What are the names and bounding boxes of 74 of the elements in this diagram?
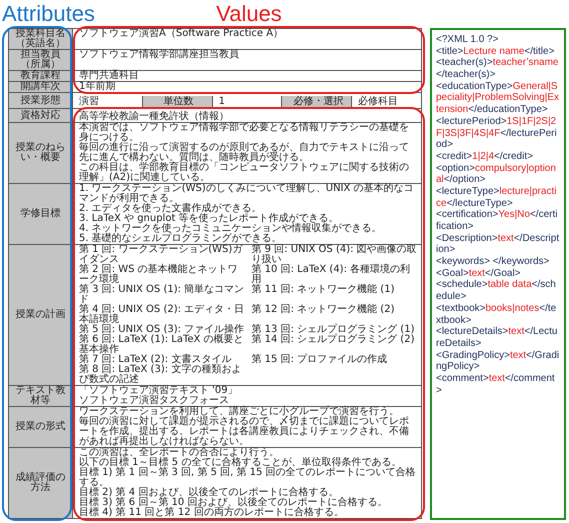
attribute-header-cell: 資格対応 — [9, 109, 73, 122]
attribute-header-cell: 授業の形式 — [9, 407, 73, 447]
xml-line: <?XML 1.0 ?> — [436, 34, 500, 46]
column-heading: Attributes — [2, 1, 95, 26]
attribute-header-cell: 授業のねらい・概要 — [9, 123, 73, 183]
xml-line: <textbook>books|notes</textbook> — [436, 302, 558, 326]
value-text: 毎回の進行に沿って演習するのが原則であるが、自力でテキストに沿って先に進んで構わない。質問は、随時教員が受ける。 — [79, 143, 410, 163]
attribute-header-cell: 学修目標 — [9, 184, 73, 244]
xml-line: <lectureDetails>text</LectureDetails> — [436, 326, 558, 350]
schedule-item: 第 15 回: プロファイルの作成 — [252, 355, 388, 365]
attribute-header-cell: 授業の計画 — [9, 245, 73, 385]
xml-line: <Goal>text</Goal> — [436, 268, 522, 280]
xml-line: <comment>text</comment> — [436, 372, 556, 396]
schedule-item: 第 12 回: ネットワーク機能 (2) — [252, 305, 396, 317]
column-heading: Values — [216, 1, 282, 26]
schedule-item: 第 13 回: シェルプログラミング (1) — [252, 325, 416, 335]
xml-line: <keywords> </keywords> — [436, 256, 550, 268]
schedule-item: 第 5 回: UNIX OS (3): ファイル操作 — [79, 325, 246, 335]
value-text: 1 — [212, 96, 282, 107]
xml-line: <GradingPolicy>text</GradingPolicy> — [436, 350, 560, 373]
attribute-header-cell: 教育課程 — [9, 71, 73, 81]
schedule-item: 第 3 回: UNIX OS (1): 簡単なコマンド — [79, 285, 246, 305]
value-text: 1. ワークステーション(WS)のしくみについて理解し、UNIX の基本的なコマンドが利用できる。 — [79, 184, 415, 204]
xml-line: <Description>text</Description> — [436, 232, 560, 256]
attribute-header-cell: 成績評価の方法 — [9, 448, 73, 518]
xml-line: <title>Lecture name</title> — [436, 46, 556, 58]
value-text: 目標 2) 第 4 回および、以後全てのレポートに合格する。 — [79, 488, 338, 498]
value-text: 専門共通科目 — [79, 71, 140, 81]
value-text: 以下の目標 1～目標 5 の全てに合格することが、単位取得条件である。 — [79, 458, 402, 468]
schedule-item: 第 8 回: LaTeX (3): 文字の種類および数式の記述 — [79, 365, 242, 385]
schedule-item: 第 2 回: WS の基本機能とネットワーク環境 — [79, 265, 239, 285]
attribute-header-cell: テキスト教材等 — [9, 386, 73, 406]
value-text: 目標 1) 第 1 回～第 3 回, 第 5 回, 第 15 回の全てのレポートについて合格する。 — [79, 468, 417, 488]
value-text: この演習は、全レポートの合否により行う。 — [79, 448, 280, 458]
value-text: この科目は、学部教育目標の「コンピュータソフトウェアに関する技術の理解」(A2)に関連している。 — [79, 163, 410, 183]
xml-line: <schedule>table data</schedule> — [436, 279, 557, 303]
xml-line: <lecturePeriod>1S|1F|2S|2F|3S|3F|4S|4F</lecturePeriod> — [436, 116, 558, 151]
xml-line: <teacher(s)>teacher’sname</teacher(s)> — [436, 57, 560, 81]
value-text: 4. ネットワークを使ったコミュニケーションや情報収集ができる。 — [79, 224, 383, 234]
value-text: 毎回の演習に対して課題が提示されるので、〆切までに課題についてレポートを作成、提出する。レポートは各講座教員によりチェックされ、不備があれば再提出しなければならない。 — [79, 417, 410, 447]
value-text: 1年前期 — [79, 82, 116, 92]
value-text: 5. 基礎的なシェルプログラミングができる。 — [79, 234, 283, 244]
attribute-header-cell: 担当教員（所属） — [9, 50, 73, 70]
attribute-header-cell: 開講年次 — [9, 82, 73, 92]
value-text: ソフトウェア情報学部講座担当教員 — [79, 50, 240, 60]
schedule-item: 第 4 回: UNIX OS (2): エディタ・日本語環境 — [79, 305, 246, 325]
value-text: 高等学校教諭一種免許状（情報） — [79, 112, 229, 122]
schedule-item: 第 9 回: UNIX OS (4): 図や画像の取り扱い — [252, 245, 418, 265]
attribute-header-cell: 授業形態 — [9, 93, 73, 108]
xml-line: <certification>Yes|No</certification> — [436, 209, 558, 233]
xml-panel — [430, 28, 566, 520]
value-text: 目標 4) 第 11 回と第 12 回の両方のレポートに合格する。 — [79, 508, 345, 518]
schedule-item: 第 14 回: シェルプログラミング (2) — [252, 335, 416, 347]
xml-line: <educationType>General|Speciality|ProblemSolving|Extension</educationType> — [436, 80, 560, 116]
value-text: 3. LaTeX や gnuplot 等を使ったレポート作成ができる。 — [79, 214, 339, 224]
header-cell: 必修・選択 — [281, 96, 352, 107]
schedule-item: 第 10 回: LaTeX (4): 各種環境の利用 — [252, 265, 412, 285]
value-text: ソフトウェア演習A（Software Practice A） — [79, 29, 284, 39]
value-text: 本演習では、ソフトウェア情報学部で必要となる情報リテラシーの基礎を身につける。 — [79, 123, 410, 143]
xml-line: <lectureType>lecture|practice</lectureType> — [436, 186, 558, 210]
value-text: 2. エディタを使った文書作成ができる。 — [79, 204, 262, 214]
value-text: 目標 3) 第 6 回～第 10 回および、以後全てのレポートに合格する。 — [79, 498, 388, 508]
value-text: ソフトウェア演習タスクフォース — [79, 396, 229, 406]
schedule-item: 第 6 回: LaTeX (1): LaTeX の概要と基本操作 — [79, 335, 245, 355]
attribute-header-cell: 授業科目名（英語名） — [9, 29, 73, 49]
value-text: 「ソフトウェア演習テキスト '09」 — [79, 386, 239, 396]
value-text: ワークステーションを利用して、講座ごとに小グループで演習を行う。 — [79, 407, 400, 417]
schedule-item: 第 7 回: LaTeX (2): 文書スタイル — [79, 355, 232, 365]
highlight-outline — [73, 107, 425, 521]
header-cell: 単位数 — [142, 96, 212, 107]
xml-line: <option>compulsory|optional</option> — [436, 162, 557, 186]
xml-line: <credit>1|2|4</credit> — [436, 150, 534, 163]
schedule-item: 第 1 回: ワークステーション(WS)ガイダンス — [79, 245, 244, 265]
schedule-item: 第 11 回: ネットワーク機能 (1) — [252, 285, 396, 297]
